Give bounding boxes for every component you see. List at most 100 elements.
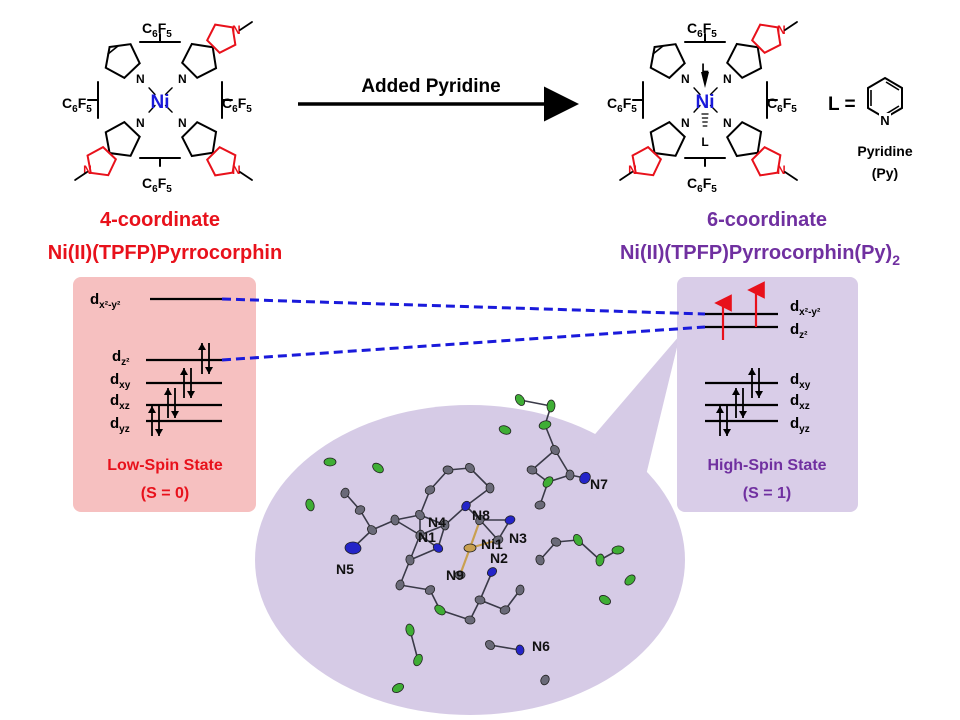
atom-label-n9: N9 <box>446 567 464 583</box>
atom-ellipsoid <box>395 579 405 591</box>
atom-ellipsoid <box>499 605 511 615</box>
atom-ellipsoid <box>540 674 550 686</box>
substituents-right: C6F5 C6F5 C6F5 C6F5 <box>607 20 797 195</box>
atom-label-n8: N8 <box>472 507 490 523</box>
atom-ellipsoid <box>492 535 504 545</box>
atom-ellipsoid <box>579 471 591 485</box>
substituent-label: C6F5 <box>607 95 637 115</box>
svg-text:N: N <box>777 163 786 177</box>
svg-text:N: N <box>723 72 732 86</box>
atom-ellipsoid <box>463 543 477 553</box>
atom-ellipsoid <box>415 529 425 541</box>
atom-ellipsoid <box>440 519 450 531</box>
ligand-equals: L = <box>828 94 856 115</box>
atom-ellipsoid <box>550 537 562 547</box>
reaction-arrow-label: Added Pyridine <box>361 76 500 97</box>
atom-label-n2: N2 <box>490 550 508 566</box>
pyridine-structure <box>867 76 903 125</box>
atom-label-n6: N6 <box>532 638 550 654</box>
atom-ellipsoid <box>405 623 415 637</box>
atom-ellipsoid <box>504 515 516 525</box>
axial-ligand-top: L <box>701 61 708 75</box>
atom-ellipsoid <box>550 444 560 456</box>
substituent-label: C6F5 <box>687 20 717 40</box>
atom-ellipsoid <box>424 485 436 495</box>
atom-ellipsoid <box>442 465 454 475</box>
substituent-label: C6F5 <box>222 95 252 115</box>
high-spin-panel: dx²-y² dz² dxy dxz dyz High-Spin State (… <box>677 277 858 512</box>
atom-ellipsoid <box>485 482 495 494</box>
correlation-line-dz2 <box>221 325 706 362</box>
substituent-label: C6F5 <box>62 95 92 115</box>
atom-ellipsoid <box>454 570 466 580</box>
atom-ellipsoid <box>599 595 611 605</box>
substituent-label: C6F5 <box>142 20 172 40</box>
atom-ellipsoid <box>434 604 446 616</box>
atom-labels: N1 N2 N3 N4 N5 N6 N7 N8 N9 Ni1 <box>336 476 608 654</box>
atom-ellipsoid <box>413 653 423 667</box>
atom-ellipsoid <box>486 567 498 577</box>
svg-text:N: N <box>628 163 637 177</box>
atom-ellipsoid <box>474 595 486 605</box>
atom-ellipsoid <box>535 554 545 566</box>
svg-text:N: N <box>777 23 786 37</box>
atom-ellipsoid <box>372 462 384 474</box>
right-title-line1: 6-coordinate <box>707 209 827 231</box>
atom-ellipsoid <box>624 574 636 586</box>
pyridine-abbrev: (Py) <box>872 165 898 181</box>
right-title-line2: Ni(II)(TPFP)Pyrrocorphin(Py)2 <box>620 242 900 268</box>
svg-text:N: N <box>681 72 690 86</box>
atom-ellipsoid <box>461 500 471 512</box>
atom-ellipsoid <box>565 469 575 481</box>
left-title-line2: Ni(II)(TPFP)Pyrrocorphin <box>48 242 282 264</box>
atom-ellipsoid <box>498 425 512 435</box>
low-spin-s: (S = 0) <box>141 485 189 502</box>
atom-label-n5: N5 <box>336 561 354 577</box>
atom-ellipsoid <box>515 584 525 596</box>
atom-ellipsoid <box>354 505 366 515</box>
atom-ellipsoid <box>415 509 425 521</box>
high-spin-label: High-Spin State <box>707 457 826 474</box>
atom-ellipsoid <box>405 554 415 566</box>
atom-ellipsoid <box>485 640 495 650</box>
atom-ellipsoid <box>573 533 583 547</box>
atom-ellipsoid <box>323 457 337 467</box>
low-spin-panel: dx²-y² dz² dxy dxz dyz Low-Spin State (S… <box>73 277 256 512</box>
pyridine-n: N <box>880 113 889 128</box>
atom-ellipsoid <box>538 420 552 430</box>
atom-ellipsoid <box>344 541 362 555</box>
atom-ellipsoid <box>424 585 436 595</box>
crystal-structure-bubble <box>255 335 685 715</box>
atom-ellipsoid <box>465 463 475 473</box>
correlation-line-dx2y2 <box>221 297 706 316</box>
svg-text:N: N <box>178 72 187 86</box>
crystal-structure <box>305 394 636 693</box>
electron-arrows-low <box>148 343 213 436</box>
atom-ellipsoid <box>464 615 476 625</box>
atom-ellipsoid <box>542 476 554 488</box>
atom-ellipsoid <box>546 399 556 413</box>
atom-ellipsoid <box>340 487 350 499</box>
left-title-line1: 4-coordinate <box>100 209 220 231</box>
atom-ellipsoid <box>526 465 538 475</box>
pyridine-name: Pyridine <box>857 143 912 159</box>
atom-ellipsoid <box>611 545 625 555</box>
atom-label-n1: N1 <box>418 529 436 545</box>
atom-label-n3: N3 <box>509 530 527 546</box>
svg-text:N: N <box>178 116 187 130</box>
svg-text:N: N <box>232 163 241 177</box>
substituent-label: C6F5 <box>767 95 797 115</box>
atom-ellipsoid <box>367 525 377 535</box>
svg-text:N: N <box>681 116 690 130</box>
svg-text:N: N <box>136 116 145 130</box>
atom-ellipsoid <box>305 498 315 512</box>
atom-ellipsoid <box>515 644 525 656</box>
metal-label-right: Ni <box>696 92 715 113</box>
high-spin-s: (S = 1) <box>743 485 791 502</box>
atom-label-ni1: Ni1 <box>481 536 503 552</box>
low-spin-label: Low-Spin State <box>107 457 223 474</box>
atom-ellipsoid <box>392 683 404 693</box>
metal-label-left: Ni <box>151 92 170 113</box>
